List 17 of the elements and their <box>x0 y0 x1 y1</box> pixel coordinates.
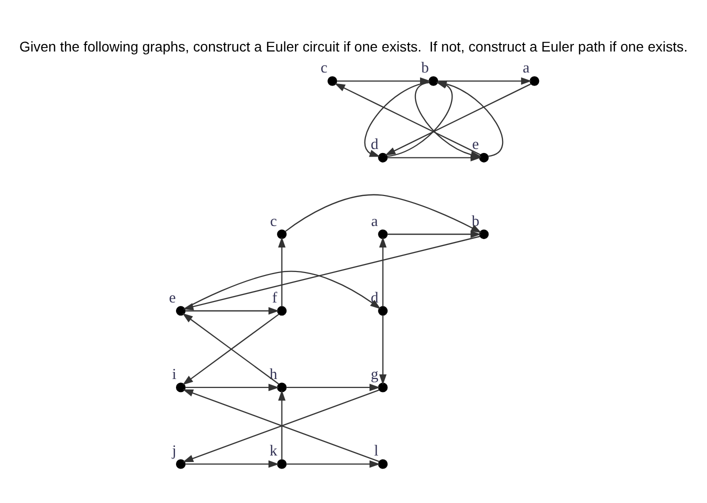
node-label: e <box>472 136 479 153</box>
node-label: b <box>421 59 429 76</box>
node-label: h <box>270 366 278 383</box>
node-label: a <box>522 59 530 76</box>
node-label: e <box>169 288 176 306</box>
node-label: c <box>320 59 328 76</box>
node-label: d <box>370 136 378 153</box>
node-label: f <box>272 288 278 306</box>
node-label: k <box>270 442 278 460</box>
node-label: j <box>172 442 176 460</box>
diagram-title: Given the following graphs, construct a Euler circuit if one exists. If not, construct a Euler path if one exists. <box>19 38 688 54</box>
node-label: i <box>172 366 176 383</box>
node-label: c <box>270 212 277 230</box>
node-label: a <box>371 212 378 230</box>
node-label: g <box>370 366 378 383</box>
node-label: l <box>374 442 378 460</box>
node-label: b <box>472 212 480 230</box>
